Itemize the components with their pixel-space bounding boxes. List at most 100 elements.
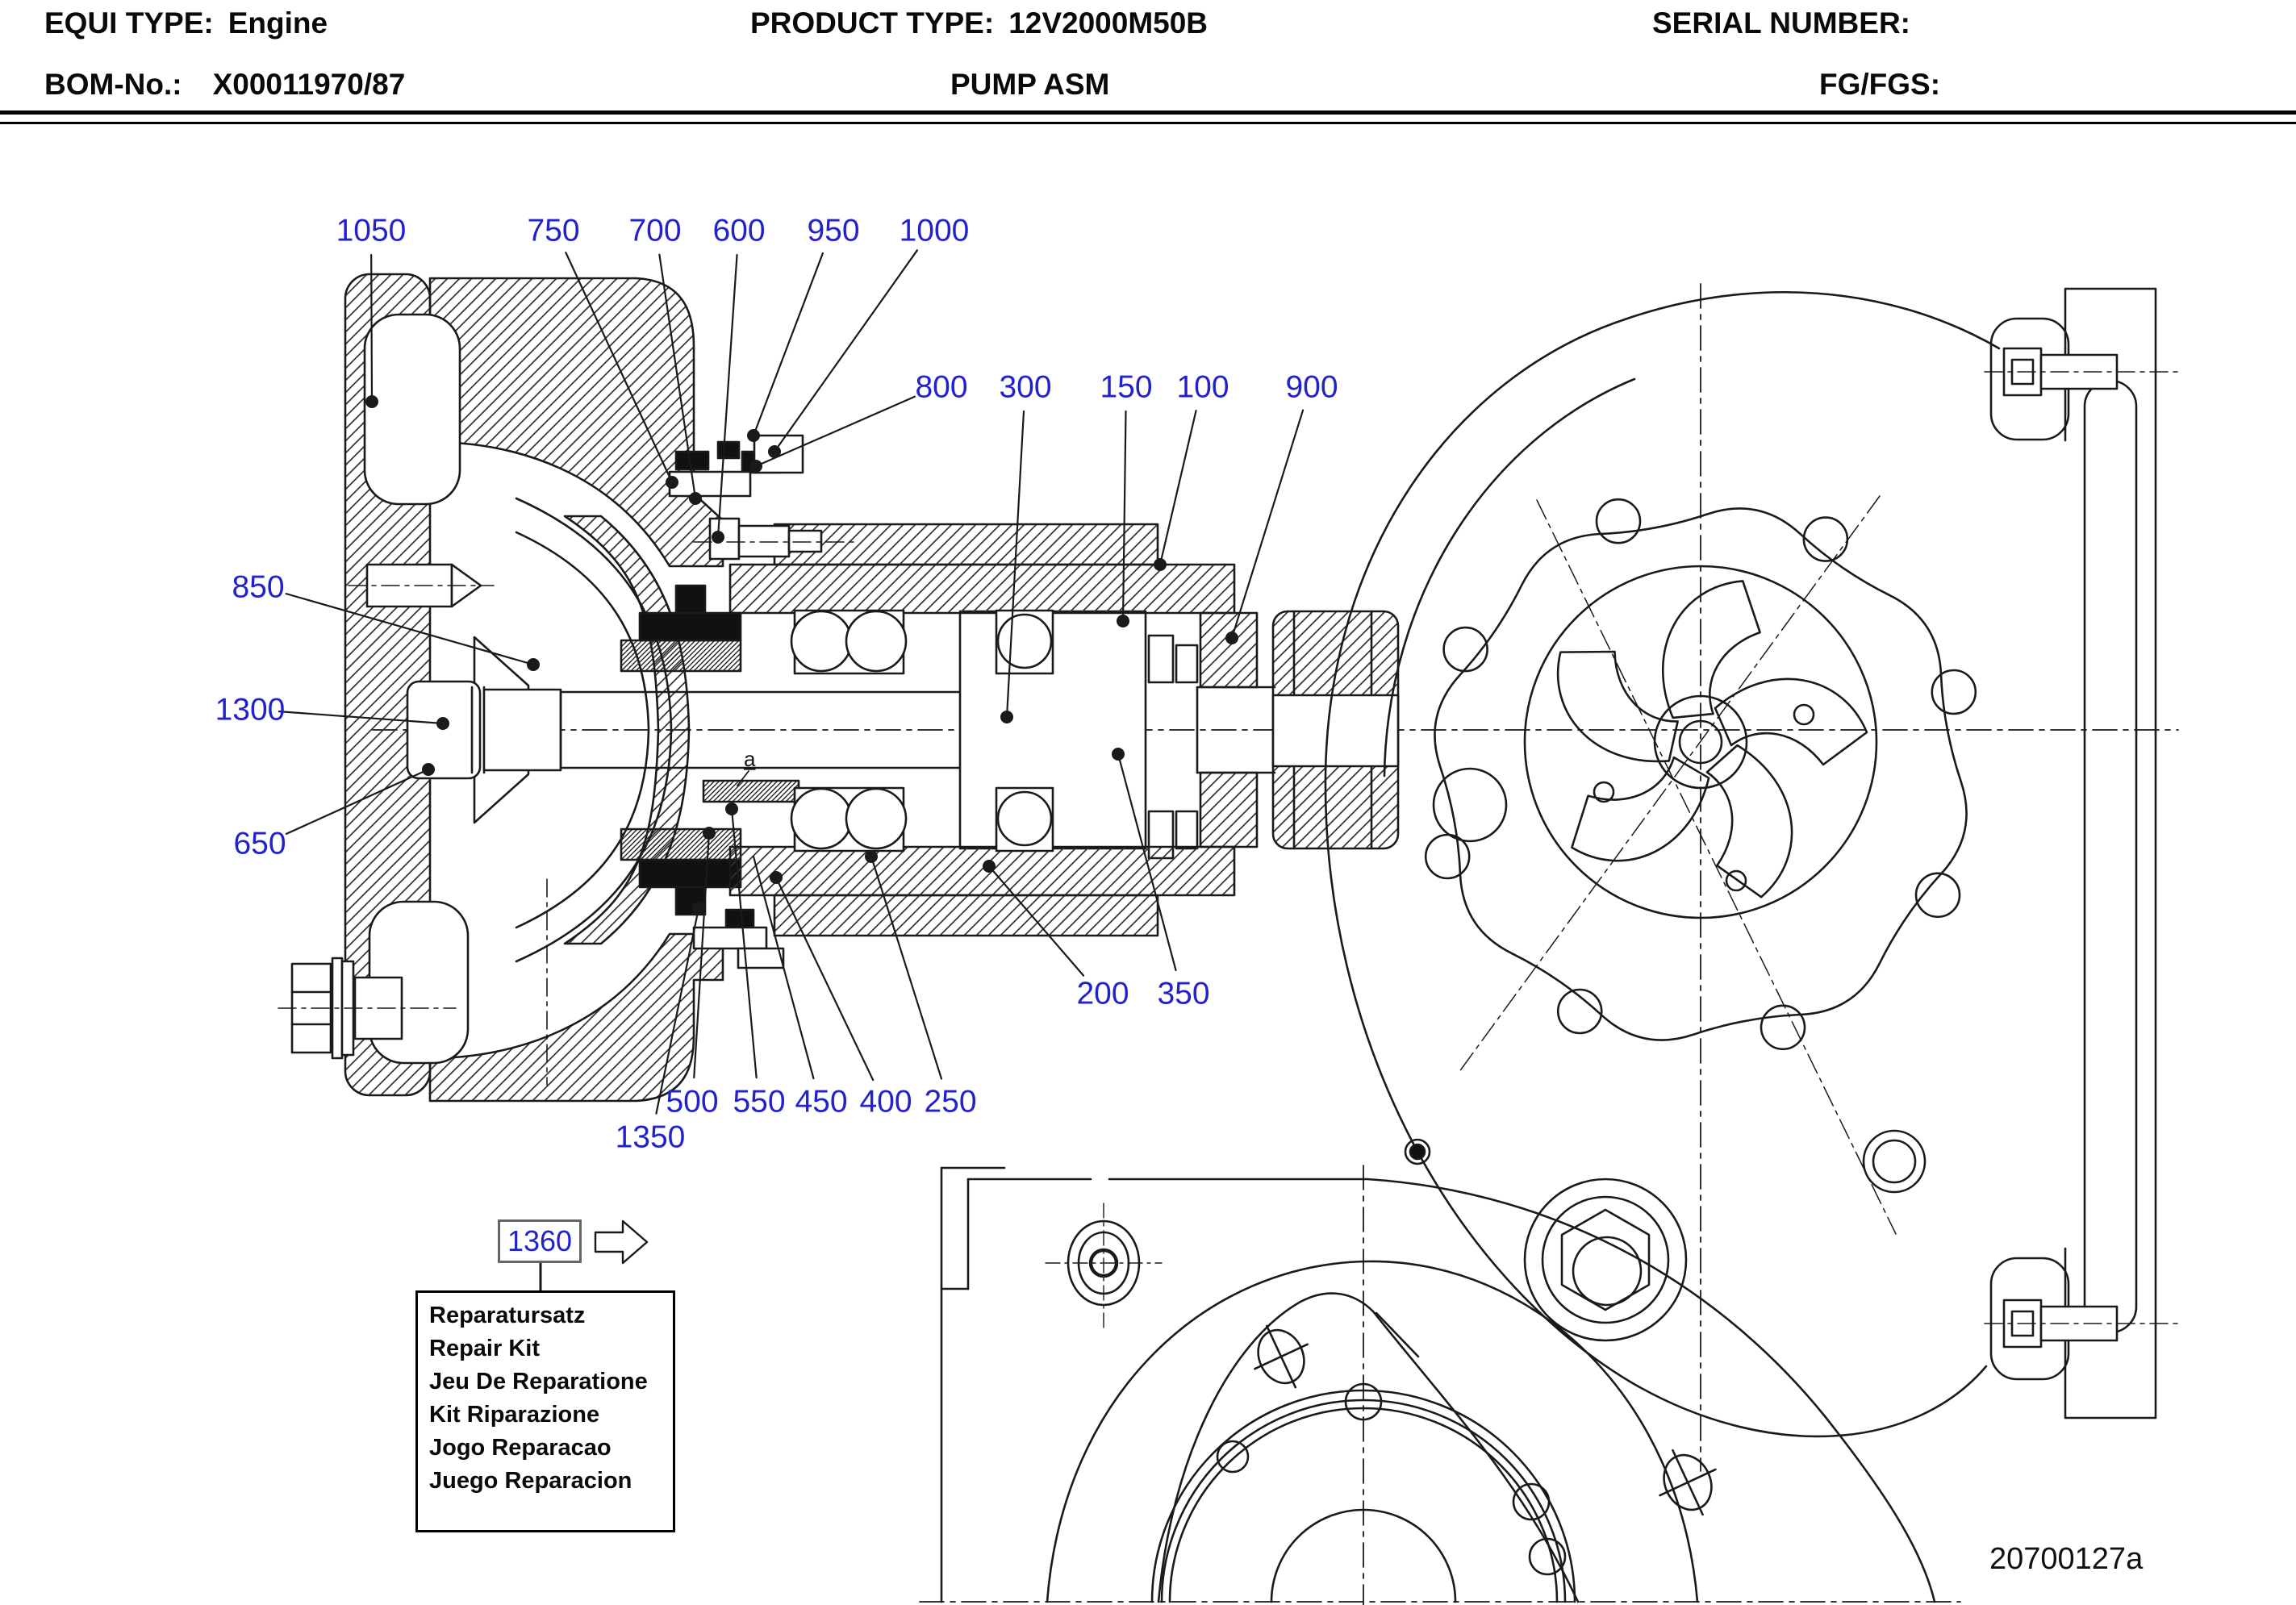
equi-type-value: Engine	[228, 6, 328, 40]
leader-450	[752, 855, 815, 1080]
bom-value: X00011970/87	[212, 68, 406, 101]
leader-300	[1005, 410, 1025, 719]
housing-outer	[966, 1178, 1936, 1603]
product-type-value: 12V2000M50B	[1008, 6, 1209, 40]
leader-1050	[370, 253, 374, 403]
leader-dot-650	[422, 763, 435, 776]
leader-750	[565, 252, 674, 484]
fg-fgs-label: FG/FGS:	[1819, 68, 1941, 101]
hex-bolt	[278, 957, 457, 1060]
callout-1000: 1000	[900, 214, 970, 248]
leader-dot-1350	[692, 902, 705, 915]
leader-500	[693, 832, 711, 1079]
leader-dot-250	[865, 850, 878, 863]
serial-number-label: SERIAL NUMBER:	[1652, 6, 1910, 40]
repair-kit-ref: 1360	[498, 1219, 582, 1263]
leader-250	[870, 855, 943, 1080]
impeller-front	[1523, 565, 1878, 919]
detail-marker-a: a	[744, 747, 756, 771]
equi-type: EQUI TYPE: Engine	[44, 6, 328, 40]
callout-450: 450	[795, 1085, 847, 1119]
equi-type-label: EQUI TYPE:	[44, 6, 214, 40]
callout-100: 100	[1176, 370, 1229, 405]
seal-clamp-parts	[668, 434, 856, 561]
leader-dot-700	[689, 492, 702, 505]
threaded-hole	[1659, 1449, 1717, 1516]
leader-900	[1230, 409, 1305, 640]
callout-1300: 1300	[215, 693, 286, 727]
bearing-housing-section	[728, 523, 1259, 937]
leader-dot-550	[725, 802, 738, 815]
leader-600	[716, 253, 738, 539]
leader-1300	[278, 711, 445, 725]
kit-line-en: Repair Kit	[429, 1336, 540, 1361]
arrow-right-icon	[594, 1219, 649, 1265]
threaded-hole	[1254, 1324, 1309, 1389]
leader-dot-1000	[768, 445, 781, 458]
pump-asm-label: PUMP ASM	[950, 68, 1110, 101]
callout-950: 950	[807, 214, 859, 248]
kit-line-de: Reparatursatz	[429, 1303, 586, 1328]
gasket-bolt-holes	[1424, 498, 1977, 1051]
kit-line-es: Juego Reparacion	[429, 1468, 632, 1494]
callout-layer: 1050 750 700 600 950 1000 800 300 150 100 900 850 13…	[215, 214, 1338, 1155]
leader-dot-1300	[436, 717, 449, 730]
gasket-hole	[1442, 626, 1488, 673]
leader-100	[1158, 410, 1197, 566]
callout-150: 150	[1100, 370, 1152, 405]
gasket-hole	[1914, 872, 1961, 919]
leader-400	[774, 876, 875, 1082]
leader-dot-350	[1112, 748, 1125, 761]
callout-300: 300	[999, 370, 1051, 405]
drive-gear-section	[1271, 610, 1400, 850]
callout-650: 650	[233, 827, 286, 861]
front-view	[1324, 283, 2179, 1472]
callout-700: 700	[628, 214, 681, 248]
leader-200	[987, 865, 1085, 977]
callout-350: 350	[1157, 977, 1209, 1011]
callout-400: 400	[859, 1085, 912, 1119]
section-view: a	[278, 273, 2179, 1103]
callout-850: 850	[232, 570, 284, 605]
kit-line-it: Kit Riparazione	[429, 1402, 600, 1428]
callout-800: 800	[915, 370, 967, 405]
callout-550: 550	[733, 1085, 785, 1119]
gasket-hole	[1556, 988, 1603, 1035]
boss-detail	[1045, 1203, 1163, 1330]
drain-plug	[1523, 1178, 1688, 1342]
leader-dot-300	[1000, 711, 1013, 723]
gasket-outline	[1434, 507, 1968, 1041]
bom-no: BOM-No.:X00011970/87	[44, 68, 405, 102]
callout-250: 250	[924, 1085, 976, 1119]
leader-1350	[655, 907, 700, 1115]
leader-700	[658, 253, 697, 500]
callout-900: 900	[1285, 370, 1338, 405]
leader-800	[754, 395, 916, 468]
leader-150	[1121, 410, 1127, 623]
leader-dot-400	[770, 871, 783, 884]
leader-850	[285, 593, 535, 666]
callout-600: 600	[712, 214, 765, 248]
callout-200: 200	[1076, 977, 1129, 1011]
kit-line-pt: Jogo Reparacao	[429, 1435, 612, 1461]
header-divider	[0, 110, 2296, 124]
callout-750: 750	[527, 214, 579, 248]
callout-500: 500	[666, 1085, 718, 1119]
leader-dot-600	[712, 531, 724, 544]
volute-outline	[1324, 291, 2001, 1438]
leader-dot-150	[1117, 615, 1129, 627]
repair-kit-ref-number: 1360	[507, 1224, 573, 1257]
drawing-number: 20700127a	[1989, 1542, 2144, 1576]
mounting-bracket	[1984, 287, 2179, 1419]
leader-950	[752, 252, 824, 437]
gasket-hole	[1595, 498, 1642, 544]
leader-550	[730, 807, 758, 1079]
callout-1050: 1050	[336, 214, 407, 248]
repair-kit-box: Reparatursatz Repair Kit Jeu De Reparati…	[415, 1290, 675, 1532]
leader-dot-950	[747, 429, 760, 442]
leader-dot-1050	[365, 395, 378, 408]
gasket-hole	[1931, 669, 1977, 715]
leader-dot-100	[1154, 558, 1167, 571]
